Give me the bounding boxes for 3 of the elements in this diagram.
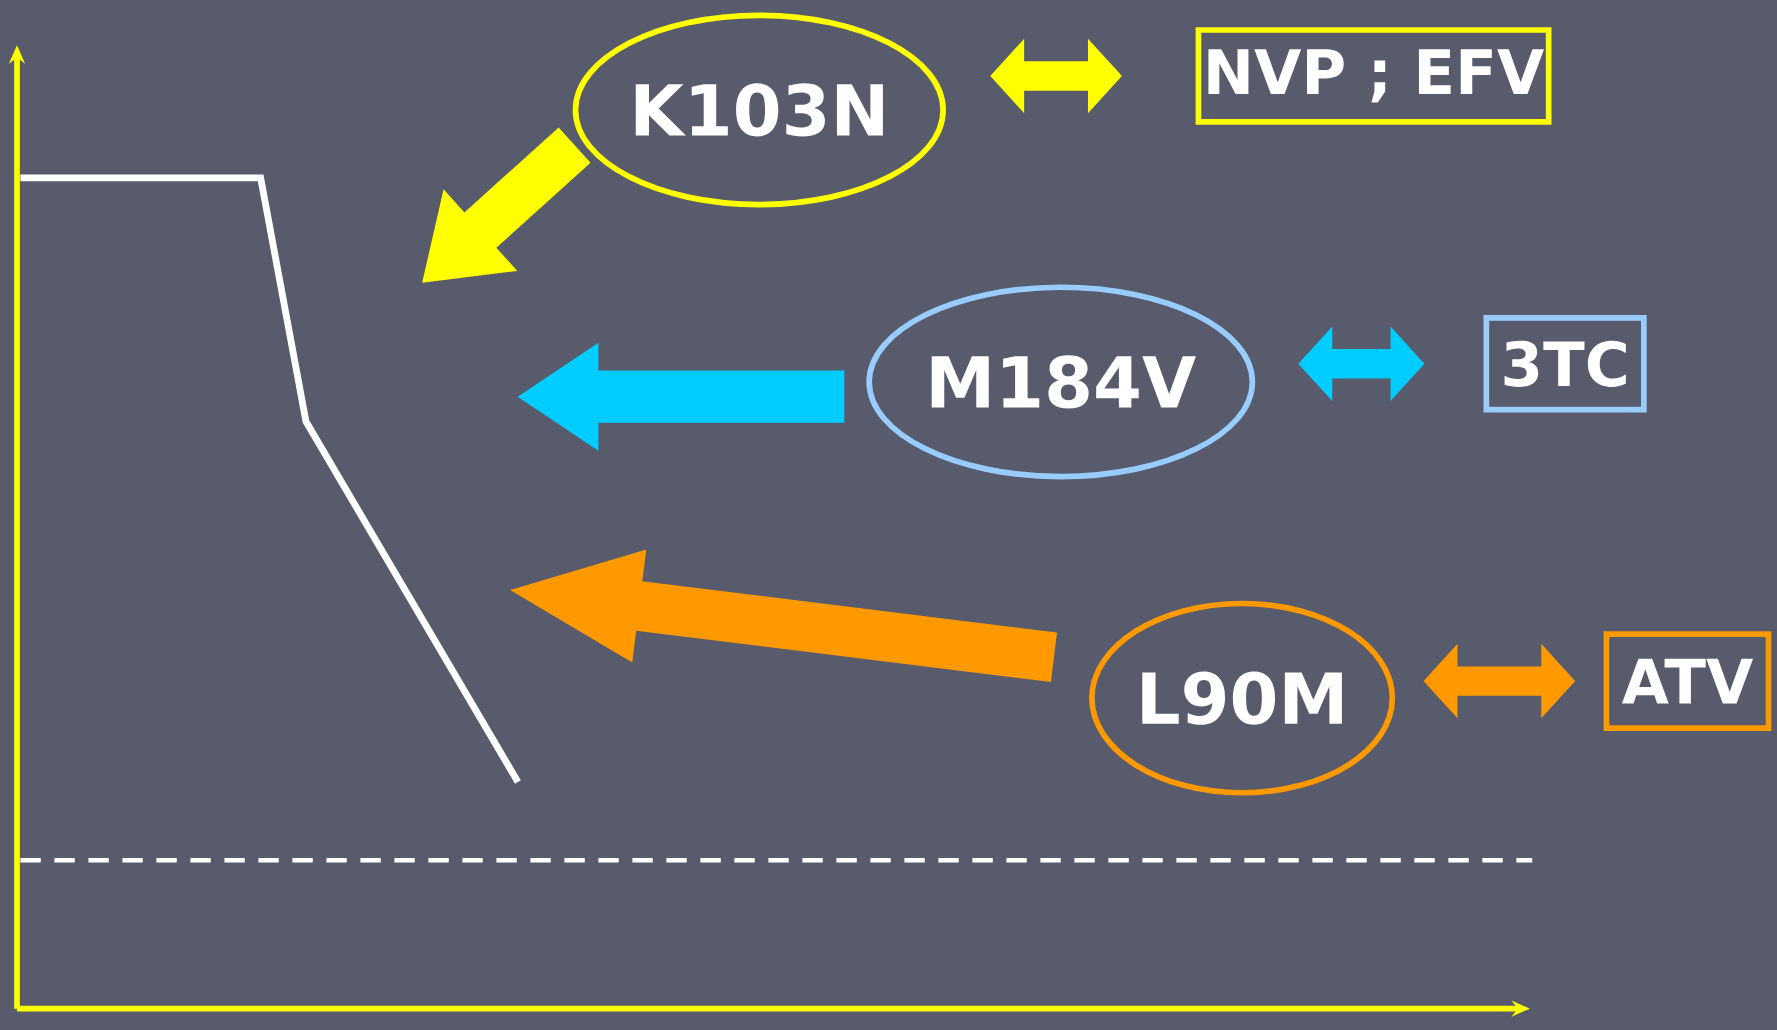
drug-box: ATV [1603,631,1772,731]
drug-box: NVP ; EFV [1195,27,1552,125]
drug-box: 3TC [1483,314,1647,413]
